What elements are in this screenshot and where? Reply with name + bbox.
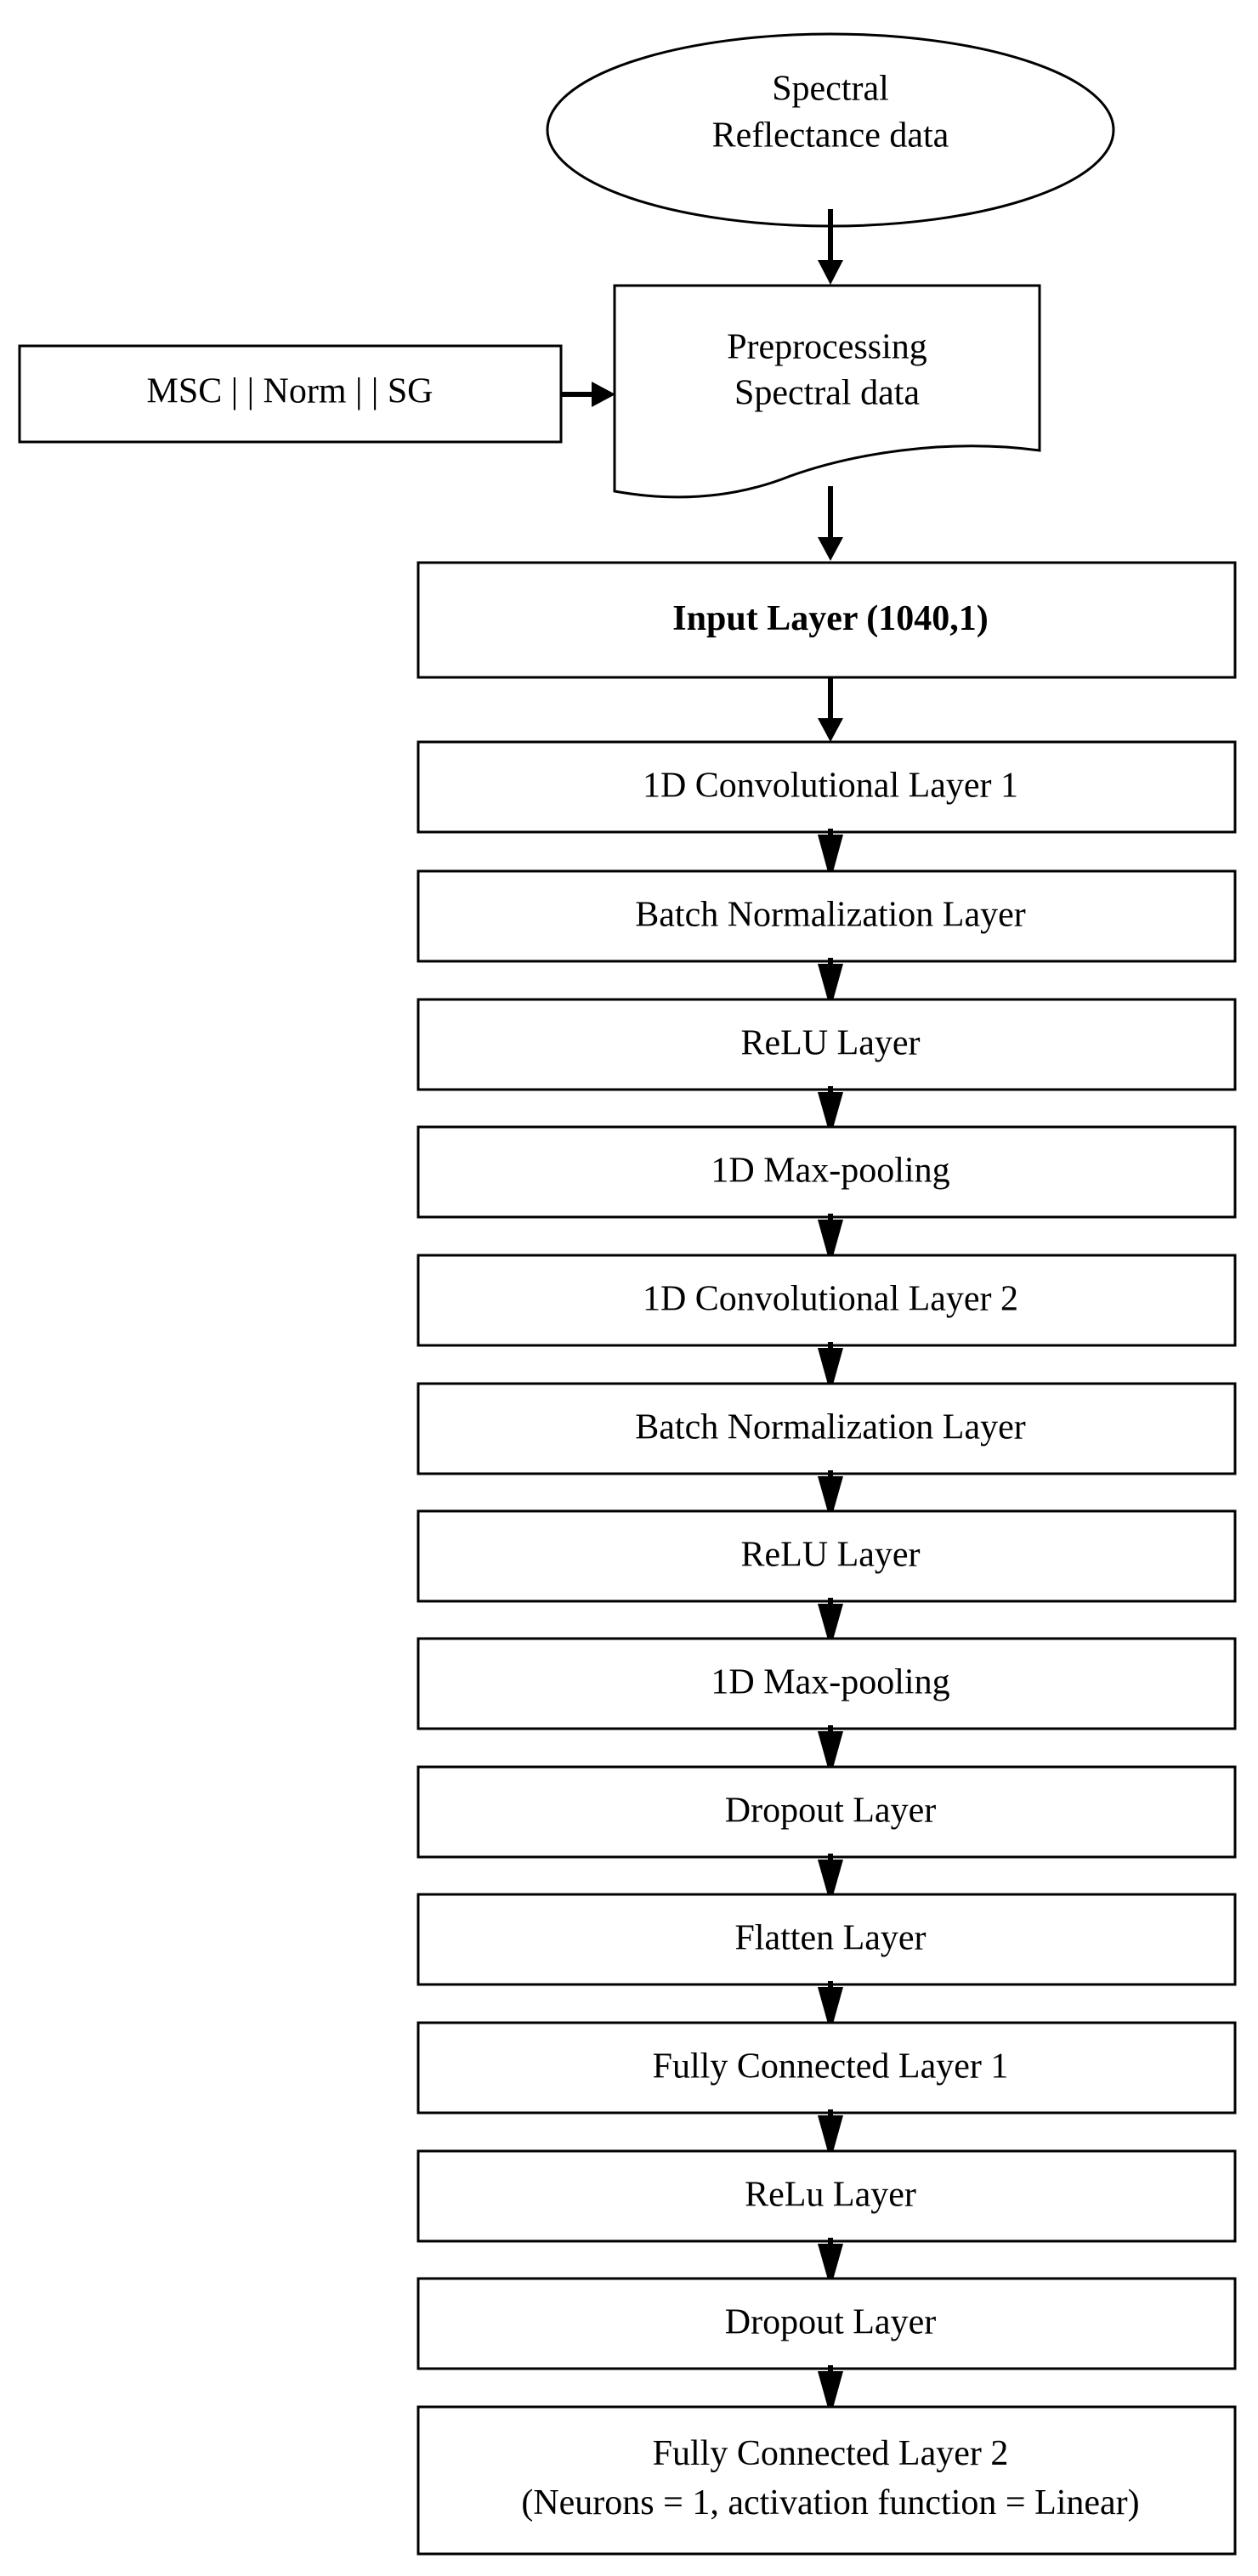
arrow-layer-11-to-12 — [818, 1981, 843, 2033]
arrow-layer-7-to-8 — [818, 1470, 843, 1521]
layer-label-14: Dropout Layer — [725, 2303, 936, 2342]
layer-label-6: 1D Convolutional Layer 2 — [643, 1280, 1018, 1319]
arrow-layer-14-to-15 — [818, 2365, 843, 2417]
arrow-start-to-preprocess — [818, 209, 843, 285]
arrow-layer-3-to-4 — [818, 958, 843, 1010]
layer-box-13: ReLu Layer — [416, 2149, 1237, 2243]
start-label-line2: Reflectance data — [712, 116, 949, 156]
layer-label-15: Fully Connected Layer 2 — [653, 2434, 1009, 2473]
arrow-layer-13-to-14 — [818, 2238, 843, 2289]
layer-box-10: Dropout Layer — [416, 1765, 1237, 1859]
arrow-layer-6-to-7 — [818, 1342, 843, 1394]
layer-box-11: Flatten Layer — [416, 1893, 1237, 1986]
layer-box-15: Fully Connected Layer 2 (Neurons = 1, act… — [416, 2405, 1237, 2556]
layer-label-3: Batch Normalization Layer — [635, 896, 1025, 935]
layer-label-7: Batch Normalization Layer — [635, 1408, 1025, 1447]
options-label: MSC | | Norm | | SG — [146, 372, 433, 411]
layer-box-7: Batch Normalization Layer — [416, 1382, 1237, 1475]
layer-label-12: Fully Connected Layer 1 — [653, 2047, 1009, 2086]
arrow-layer-5-to-6 — [818, 1214, 843, 1265]
arrow-layer-2-to-3 — [818, 829, 843, 881]
layer-label-10: Dropout Layer — [725, 1792, 936, 1831]
arrow-layer-8-to-9 — [818, 1598, 843, 1649]
arrow-layer-1-to-2 — [818, 677, 843, 742]
arrow-preprocess-to-input — [818, 486, 843, 561]
layer-label-2: 1D Convolutional Layer 1 — [643, 767, 1018, 806]
layer-label-1: Input Layer (1040,1) — [672, 599, 988, 638]
layer-box-14: Dropout Layer — [416, 2277, 1237, 2370]
arrow-options-to-preprocess — [561, 382, 615, 407]
layer-label-9: 1D Max-pooling — [711, 1663, 949, 1702]
layer-box-1: Input Layer (1040,1) — [416, 561, 1237, 679]
start-node: Spectral Reflectance data — [546, 32, 1115, 228]
layer-box-12: Fully Connected Layer 1 — [416, 2021, 1237, 2115]
layer-label-11: Flatten Layer — [734, 1919, 926, 1958]
layer-stack: Input Layer (1040,1) 1D Convolutional Lay… — [416, 486, 1237, 2556]
layer-label-5: 1D Max-pooling — [711, 1152, 949, 1191]
layer-box-4: ReLU Layer — [416, 998, 1237, 1091]
layer-box-3: Batch Normalization Layer — [416, 869, 1237, 963]
layer-label-8: ReLU Layer — [740, 1536, 920, 1575]
arrow-layer-10-to-11 — [818, 1854, 843, 1905]
layer-box-9: 1D Max-pooling — [416, 1637, 1237, 1730]
layer-label-4: ReLU Layer — [740, 1024, 920, 1063]
preprocess-label-line2: Spectral data — [734, 374, 920, 413]
layer-box-5: 1D Max-pooling — [416, 1125, 1237, 1219]
preprocess-node: Preprocessing Spectral data — [613, 284, 1041, 499]
arrow-layer-9-to-10 — [818, 1725, 843, 1777]
layer-sublabel-15: (Neurons = 1, activation function = Line… — [521, 2483, 1139, 2522]
options-node: MSC | | Norm | | SG — [18, 344, 563, 444]
arrow-layer-4-to-5 — [818, 1086, 843, 1137]
layer-box-6: 1D Convolutional Layer 2 — [416, 1254, 1237, 1347]
preprocess-label-line1: Preprocessing — [727, 328, 927, 367]
arrow-layer-12-to-13 — [818, 2109, 843, 2161]
layer-label-13: ReLu Layer — [745, 2176, 916, 2215]
start-label-line1: Spectral — [772, 70, 889, 109]
layer-box-2: 1D Convolutional Layer 1 — [416, 740, 1237, 834]
layer-box-8: ReLU Layer — [416, 1509, 1237, 1603]
